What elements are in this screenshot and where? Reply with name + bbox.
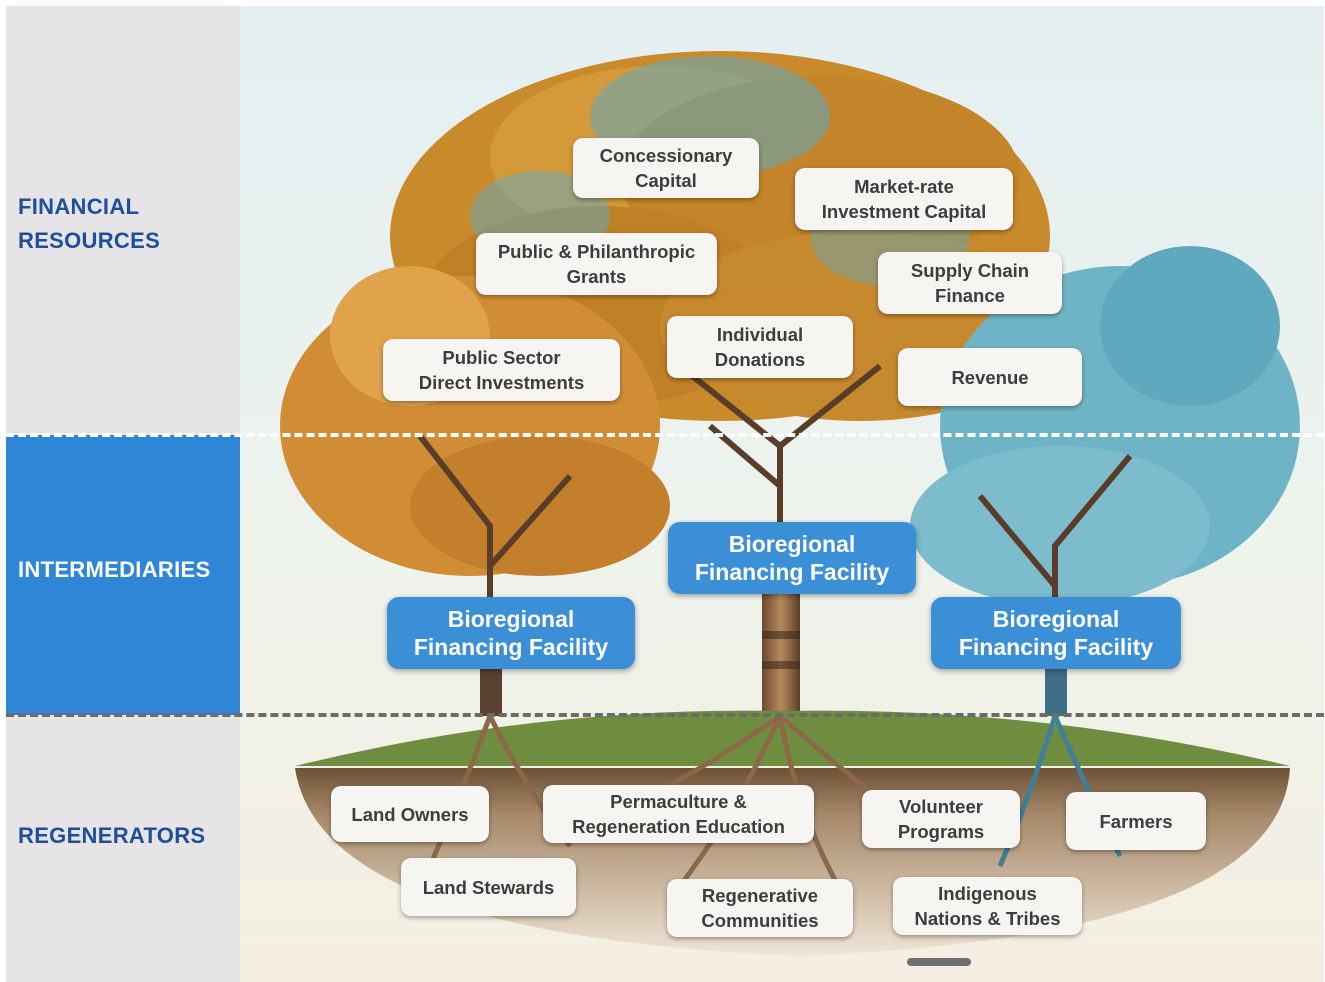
intermediaries-label: INTERMEDIARIES	[18, 557, 211, 582]
indigenous-nations-card: Indigenous Nations & Tribes	[893, 877, 1082, 935]
market-rate-capital-card: Market-rate Investment Capital	[795, 168, 1013, 230]
regenerators-band-panel	[6, 715, 240, 982]
scroll-handle[interactable]	[907, 958, 971, 966]
individual-donations-card: Individual Donations	[667, 316, 853, 378]
right-canopy	[910, 246, 1300, 606]
concessionary-capital-card: Concessionary Capital	[573, 138, 759, 198]
divider-intermediaries-regenerators	[6, 713, 1324, 717]
branches	[417, 363, 1133, 706]
bioregional-facility-left: Bioregional Financing Facility	[387, 597, 635, 669]
center-trunk	[762, 586, 800, 716]
permaculture-education-card: Permaculture & Regeneration Education	[543, 785, 814, 843]
public-philanthropic-grants-card: Public & Philanthropic Grants	[476, 233, 717, 295]
land-stewards-card: Land Stewards	[401, 858, 576, 916]
regenerative-communities-card: Regenerative Communities	[667, 879, 853, 937]
revenue-card: Revenue	[898, 348, 1082, 406]
farmers-card: Farmers	[1066, 792, 1206, 850]
supply-chain-finance-card: Supply Chain Finance	[878, 252, 1062, 314]
public-sector-investments-card: Public Sector Direct Investments	[383, 339, 620, 401]
intermediaries-band-panel	[6, 435, 240, 715]
financial-band-panel	[6, 6, 240, 435]
regenerators-label: REGENERATORS	[18, 823, 206, 848]
bioregional-facility-right: Bioregional Financing Facility	[931, 597, 1181, 669]
bioregional-facility-center: Bioregional Financing Facility	[668, 522, 916, 594]
financial-resources-label: FINANCIAL RESOURCES	[18, 194, 161, 253]
divider-financial-intermediaries	[6, 433, 1324, 437]
volunteer-programs-card: Volunteer Programs	[862, 790, 1020, 848]
land-owners-card: Land Owners	[331, 786, 489, 842]
